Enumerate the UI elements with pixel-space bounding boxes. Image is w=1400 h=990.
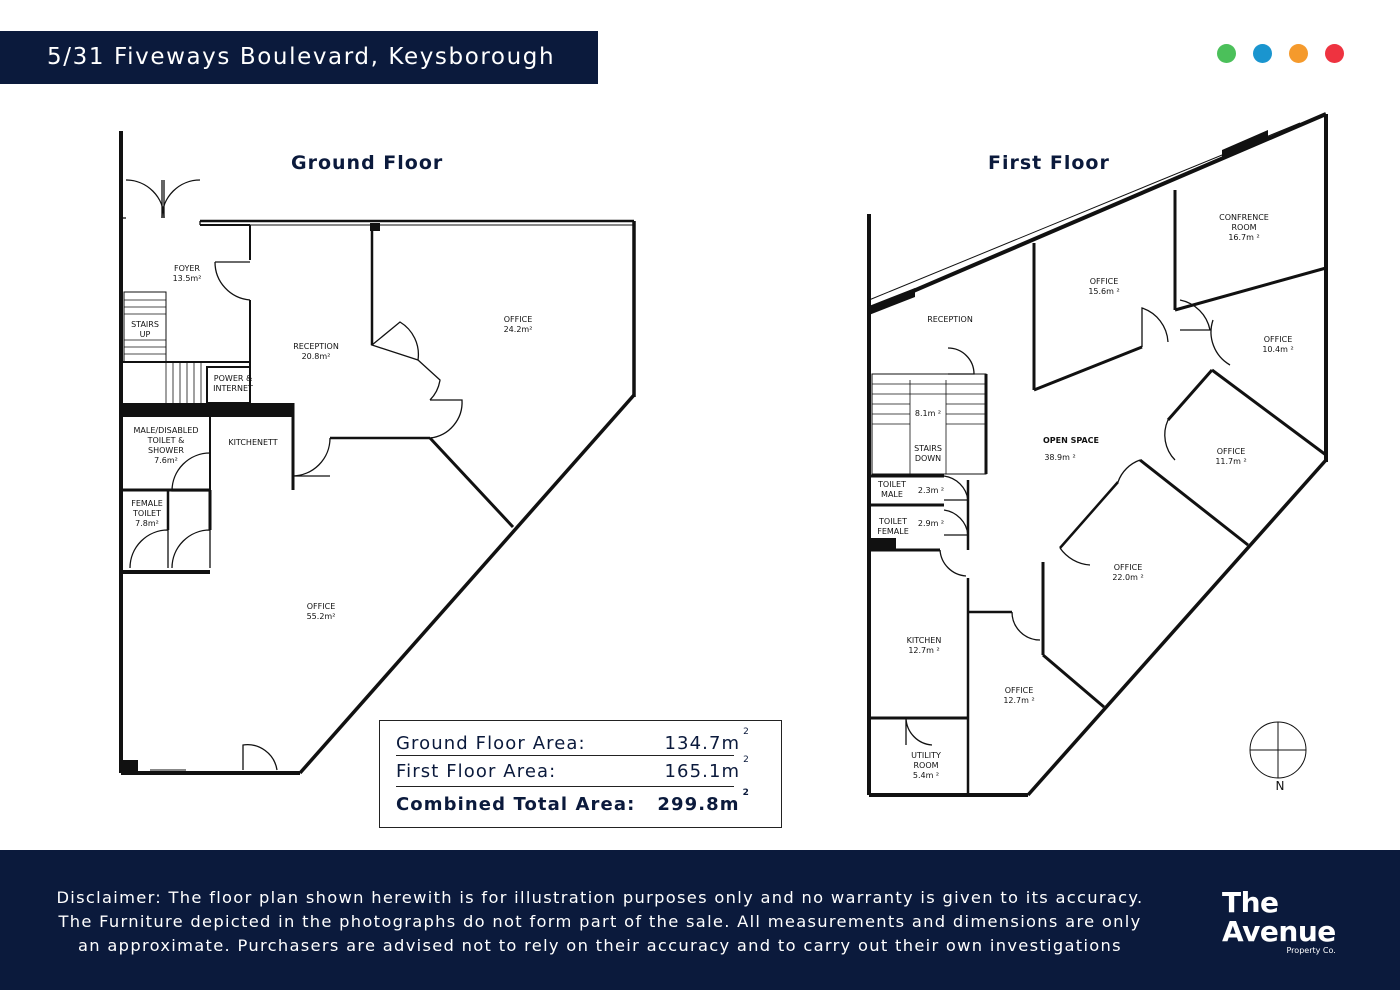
logo-line-2: Avenue: [1222, 915, 1336, 948]
red-dot: [1325, 44, 1344, 63]
blue-dot: [1253, 44, 1272, 63]
room-label-toilet-male: TOILET MALE: [878, 480, 906, 499]
room-label-stairs-down: STAIRS DOWN: [914, 444, 942, 463]
room-label-foyer: FOYER 13.5m²: [172, 264, 202, 283]
first-area-unit-sup: 2: [743, 755, 750, 765]
ground-area-unit-sup: 2: [743, 727, 750, 737]
first-area-row: First Floor Area: 165.1m2: [396, 755, 749, 782]
disclaimer-line-2: The Furniture depicted in the photograph…: [58, 912, 1142, 931]
disclaimer-line-3: an approximate. Purchasers are advised n…: [78, 936, 1122, 955]
disclaimer-line-1: Disclaimer: The floor plan shown herewit…: [56, 888, 1144, 907]
room-label-stairs-up: STAIRS UP: [131, 320, 159, 339]
room-label-male-toilet: MALE/DISABLED TOILET & SHOWER 7.6m²: [133, 426, 199, 465]
total-area-row: Combined Total Area: 299.8m2: [396, 788, 749, 815]
area-summary: Ground Floor Area: 134.7m2 First Floor A…: [379, 720, 782, 828]
room-label-kitchenett: KITCHENETT: [228, 438, 278, 447]
room-label-stairs-area: 8.1m ²: [914, 409, 942, 418]
room-label-office-11: OFFICE 11.7m ²: [1215, 447, 1247, 466]
room-label-open-space: OPEN SPACE: [1042, 436, 1100, 445]
area-divider-1: [396, 755, 734, 756]
total-area-label: Combined Total Area:: [396, 794, 636, 815]
total-area-value: 299.8m: [657, 794, 740, 815]
room-label-conference: CONFRENCE ROOM 16.7m ²: [1219, 213, 1269, 242]
room-label-kitchen: KITCHEN 12.7m ²: [906, 636, 942, 655]
address-title: 5/31 Fiveways Boulevard, Keysborough: [0, 31, 598, 84]
room-label-power-internet: POWER & INTERNET: [213, 374, 253, 393]
room-label-toilet-female: TOILET FEMALE: [877, 517, 909, 536]
disclaimer: Disclaimer: The floor plan shown herewit…: [40, 886, 1160, 958]
area-divider-2: [396, 786, 734, 787]
north-label: N: [1275, 779, 1285, 793]
ground-floor-title: Ground Floor: [291, 152, 444, 174]
floor-plan-drawing: [119, 112, 1328, 797]
room-label-office-24: OFFICE 24.2m²: [503, 315, 533, 334]
logo-subtitle: Property Co.: [1286, 946, 1336, 955]
room-label-office-15: OFFICE 15.6m ²: [1088, 277, 1120, 296]
room-label-toilet-male-area: 2.3m ²: [917, 486, 945, 495]
first-area-label: First Floor Area:: [396, 761, 557, 782]
first-area-value: 165.1m: [664, 761, 741, 782]
room-label-office-10: OFFICE 10.4m ²: [1262, 335, 1294, 354]
green-dot: [1217, 44, 1236, 63]
logo-line-1: The: [1222, 886, 1279, 919]
room-label-office-55: OFFICE 55.2m²: [306, 602, 336, 621]
ground-area-label: Ground Floor Area:: [396, 733, 586, 754]
room-label-female-toilet: FEMALE TOILET 7.8m²: [131, 499, 163, 528]
first-floor-walls: [867, 112, 1328, 797]
room-label-office-12: OFFICE 12.7m ²: [1003, 686, 1035, 705]
ground-area-value: 134.7m: [664, 733, 741, 754]
ground-area-row: Ground Floor Area: 134.7m2: [396, 727, 749, 754]
room-label-open-space-area: 38.9m ²: [1044, 453, 1076, 462]
ground-floor-walls: [119, 131, 636, 775]
total-area-unit-sup: 2: [742, 788, 750, 798]
color-dots: [1217, 44, 1344, 63]
room-label-ff-reception: RECEPTION: [927, 315, 973, 324]
room-label-office-22: OFFICE 22.0m ²: [1112, 563, 1144, 582]
footer: Disclaimer: The floor plan shown herewit…: [0, 850, 1400, 990]
the-avenue-logo: The Avenue Property Co.: [1222, 888, 1336, 956]
room-label-reception: RECEPTION 20.8m²: [293, 342, 339, 361]
room-label-utility: UTILITY ROOM 5.4m ²: [911, 751, 941, 780]
orange-dot: [1289, 44, 1308, 63]
first-floor-title: First Floor: [988, 152, 1110, 174]
room-label-toilet-female-area: 2.9m ²: [917, 519, 945, 528]
